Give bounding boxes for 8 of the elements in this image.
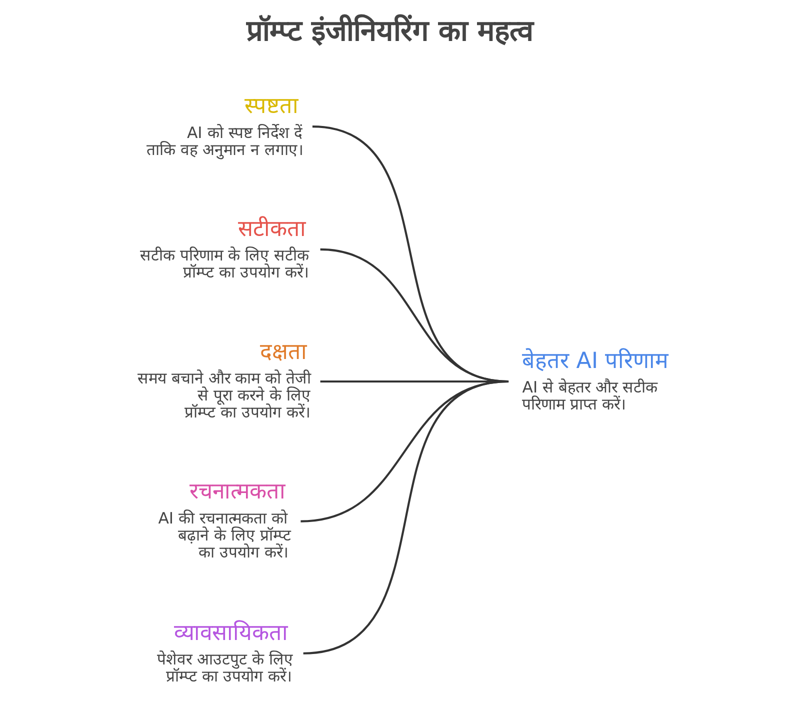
node-text: दक्षता समय बचाने और काम को तेजी से पूरा करने के लिए प्रॉम्प्ट का उपयोग करें। (137, 338, 312, 422)
node-text: सटीकता सटीक परिणाम के लिए सटीक प्रॉम्प्ट का उपयोग करें। (140, 216, 310, 282)
node-text: व्यावसायिकता पेशेवर आउटपुट के लिए प्रॉम्प्ट का उपयोग करें। (156, 620, 293, 686)
node-text: रचनात्मकता AI की रचनात्मकता को बढ़ाने के लिए प्रॉम्प्ट का उपयोग करें। (158, 478, 291, 562)
node-text: स्पष्टता AI को स्पष्ट निर्देश दें ताकि वह अनुमान न लगाए। (146, 93, 304, 159)
diagram-title: प्रॉम्प्ट इंजीनियरिंग का महत्व (246, 13, 534, 48)
connector (303, 380, 509, 654)
node-text: बेहतर AI परिणाम AI से बेहतर और सटीक परिणाम प्राप्त करें। (522, 348, 668, 414)
